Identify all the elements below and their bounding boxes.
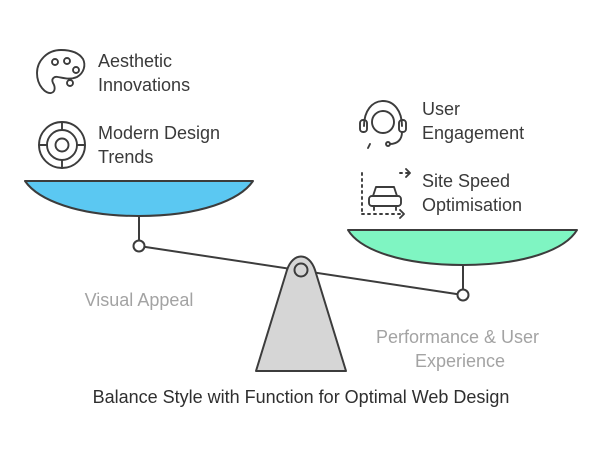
fulcrum-pivot bbox=[293, 262, 309, 278]
performance-label: Performance & User Experience bbox=[376, 327, 544, 371]
car-speed-icon bbox=[361, 168, 411, 219]
left-beam-joint bbox=[132, 239, 146, 253]
right-beam-joint bbox=[456, 288, 470, 302]
diagram-caption: Balance Style with Function for Optimal … bbox=[93, 387, 510, 407]
right-item-1-label: User Engagement bbox=[422, 99, 524, 143]
left-pan bbox=[24, 180, 254, 217]
visual-appeal-label: Visual Appeal bbox=[85, 290, 194, 310]
right-item-2-line-2: Optimisation bbox=[422, 195, 522, 215]
left-item-2-label: Modern Design Trends bbox=[98, 123, 225, 167]
right-item-1-line-2: Engagement bbox=[422, 123, 524, 143]
left-item-1-label: Aesthetic Innovations bbox=[98, 51, 190, 95]
performance-label-line-2: Experience bbox=[415, 351, 505, 371]
fulcrum bbox=[255, 255, 347, 372]
performance-label-line-1: Performance & User bbox=[376, 327, 539, 347]
left-item-1-line-1: Aesthetic bbox=[98, 51, 172, 71]
palette-icon bbox=[36, 49, 86, 94]
left-item-1-line-2: Innovations bbox=[98, 75, 190, 95]
left-item-2-line-1: Modern Design bbox=[98, 123, 220, 143]
right-pan bbox=[347, 229, 578, 266]
left-item-2-line-2: Trends bbox=[98, 147, 153, 167]
right-item-2-label: Site Speed Optimisation bbox=[422, 171, 522, 215]
target-icon bbox=[38, 121, 86, 169]
support-headset-icon bbox=[359, 100, 407, 149]
right-item-2-line-1: Site Speed bbox=[422, 171, 510, 191]
right-item-1-line-1: User bbox=[422, 99, 460, 119]
